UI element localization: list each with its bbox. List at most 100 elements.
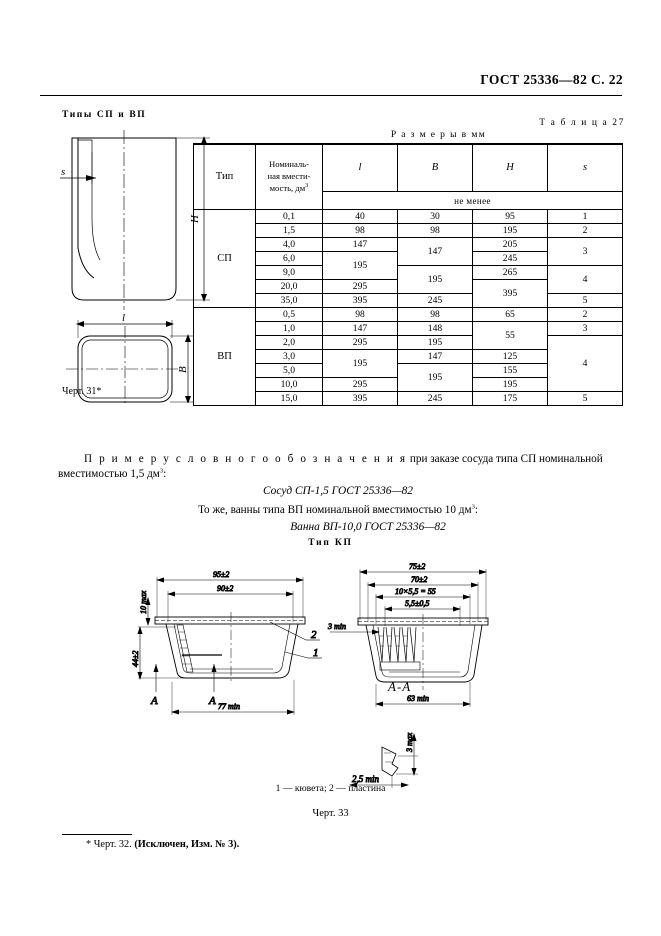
table-row: 35,0 395 245 5 [194,293,623,308]
example-line-2-tail: : [163,468,167,481]
footnote-divider [62,834,132,835]
section-marker-a-left: A [150,695,158,707]
example-line-3-text: То же, ванны типа ВП номинальной вместим… [198,503,472,516]
cell-H: 265 [472,265,548,280]
cell-B: 195 [397,363,473,392]
cell-B: 245 [397,293,473,308]
cell-s: 1 [547,209,623,224]
table-row: 10,0 295 195 [194,377,623,392]
table-row: 3,0 195 147 125 [194,349,623,378]
cell-capacity: 15,0 [255,391,323,406]
table-27-units-note: Р а з м е р ы в мм [390,130,487,140]
cell-B: 147 [397,349,473,364]
cell-s: 5 [547,391,623,406]
example-line-1: П р и м е р у с л о в н о г о о б о з н … [58,452,618,467]
table-27: Тип Номиналь- ная вмести- мость, дм3 l B… [193,143,623,406]
example-line-2-text: вместимостью 1,5 дм [58,468,160,481]
dim-77min: 77 min [218,702,240,711]
cell-s: 3 [547,237,623,266]
dim-63min: 63 min [407,694,429,703]
dim-70: 70±2 [411,575,427,584]
cell-B: 147 [397,237,473,266]
example-line-3-sup: 3 [471,502,475,510]
page-header-standard: ГОСТ 25336—82 С. 22 [480,72,623,87]
cell-l: 295 [322,279,398,294]
cell-l: 147 [322,321,398,336]
col-header-H: H [472,143,548,192]
cell-l: 40 [322,209,398,224]
designation-1: Сосуд СП-1,5 ГОСТ 25336—82 [262,485,413,498]
cell-H: 175 [472,391,548,406]
table-row: 1,5 98 98 195 2 [194,223,623,238]
cell-capacity: 0,1 [255,209,323,224]
section-label-a-a: A-A [388,679,412,694]
cell-l: 395 [322,293,398,308]
dim-10max: 10 max [139,590,148,614]
example-line-2-sup: 3 [159,467,164,475]
dim-75: 75±2 [409,562,425,571]
figure-33-title: Тип КП [308,538,353,548]
figure-33-legend: 1 — кювета; 2 — пластина [275,783,386,794]
cell-capacity: 2,0 [255,335,323,350]
cell-type-vp: ВП [193,307,256,406]
cell-H: 65 [472,307,548,322]
col-header-l: l [322,143,398,192]
cell-B: 98 [397,307,473,322]
col-header-not-less: не менее [322,191,623,210]
cell-B: 195 [397,335,473,350]
cell-H: 395 [472,279,548,308]
cell-l: 147 [322,237,398,252]
cell-s: 4 [547,265,623,294]
cell-capacity: 9,0 [255,265,323,280]
figure-31-caption: Черт. 31* [62,386,102,397]
cell-l: 395 [322,391,398,406]
cell-H: 95 [472,209,548,224]
cell-H: 155 [472,363,548,378]
col-header-B: B [397,143,473,192]
col-header-s: s [547,143,623,192]
cell-H: 125 [472,349,548,364]
cell-capacity: 35,0 [255,293,323,308]
dim-90: 90±2 [217,584,233,593]
cell-s: 5 [547,293,623,308]
figure-33-drawing: 95±2 90±2 10 max 44±2 [130,552,530,802]
dim-label-s: s [61,166,65,178]
callout-2: 2 [311,629,317,641]
cell-l: 195 [322,251,398,280]
cell-H: 245 [472,251,548,266]
table-row: 2,0 295 195 4 [194,335,623,392]
table-row: ВП 0,5 98 98 65 2 [193,307,623,406]
figure-33-caption: Черт. 33 [312,808,349,819]
cell-capacity: 4,0 [255,237,323,252]
cell-s: 3 [547,321,623,336]
col-header-capacity: Номиналь- ная вмести- мость, дм3 [255,143,323,210]
example-spaced-lead: П р и м е р у с л о в н о г о о б о з н … [84,453,408,465]
cell-capacity: 6,0 [255,251,323,266]
cell-B: 30 [397,209,473,224]
table-header-row: Тип Номиналь- ная вмести- мость, дм3 l B… [193,143,623,210]
cell-capacity: 10,0 [255,377,323,392]
cell-l: 98 [322,307,398,322]
capacity-superscript: 3 [305,182,309,190]
cell-s: 4 [547,335,623,392]
table-27-label: Т а б л и ц а 27 [539,118,625,128]
table-row: СП 0,1 40 30 95 1 [193,209,623,308]
cell-capacity: 0,5 [255,307,323,322]
cell-capacity: 3,0 [255,349,323,364]
dim-25min: 2,5 min [352,774,380,784]
cell-l: 295 [322,377,398,392]
example-line-2: вместимостью 1,5 дм3: [58,467,618,482]
dim-3min: 3 min [327,622,346,631]
cell-l: 195 [322,349,398,378]
dim-label-B: B [177,366,189,373]
table-row: 9,0 195 265 4 [194,265,623,294]
example-line-3-tail: : [474,503,478,516]
table-row: 4,0 147 147 205 3 [194,237,623,266]
cell-H: 55 [472,321,548,350]
table-row: 15,0 395 245 175 5 [194,391,623,406]
cell-capacity: 1,5 [255,223,323,238]
designation-2: Ванна ВП-10,0 ГОСТ 25336—82 [290,520,446,533]
capacity-line-2: ная вмести- [267,170,311,181]
cell-B: 195 [397,265,473,294]
